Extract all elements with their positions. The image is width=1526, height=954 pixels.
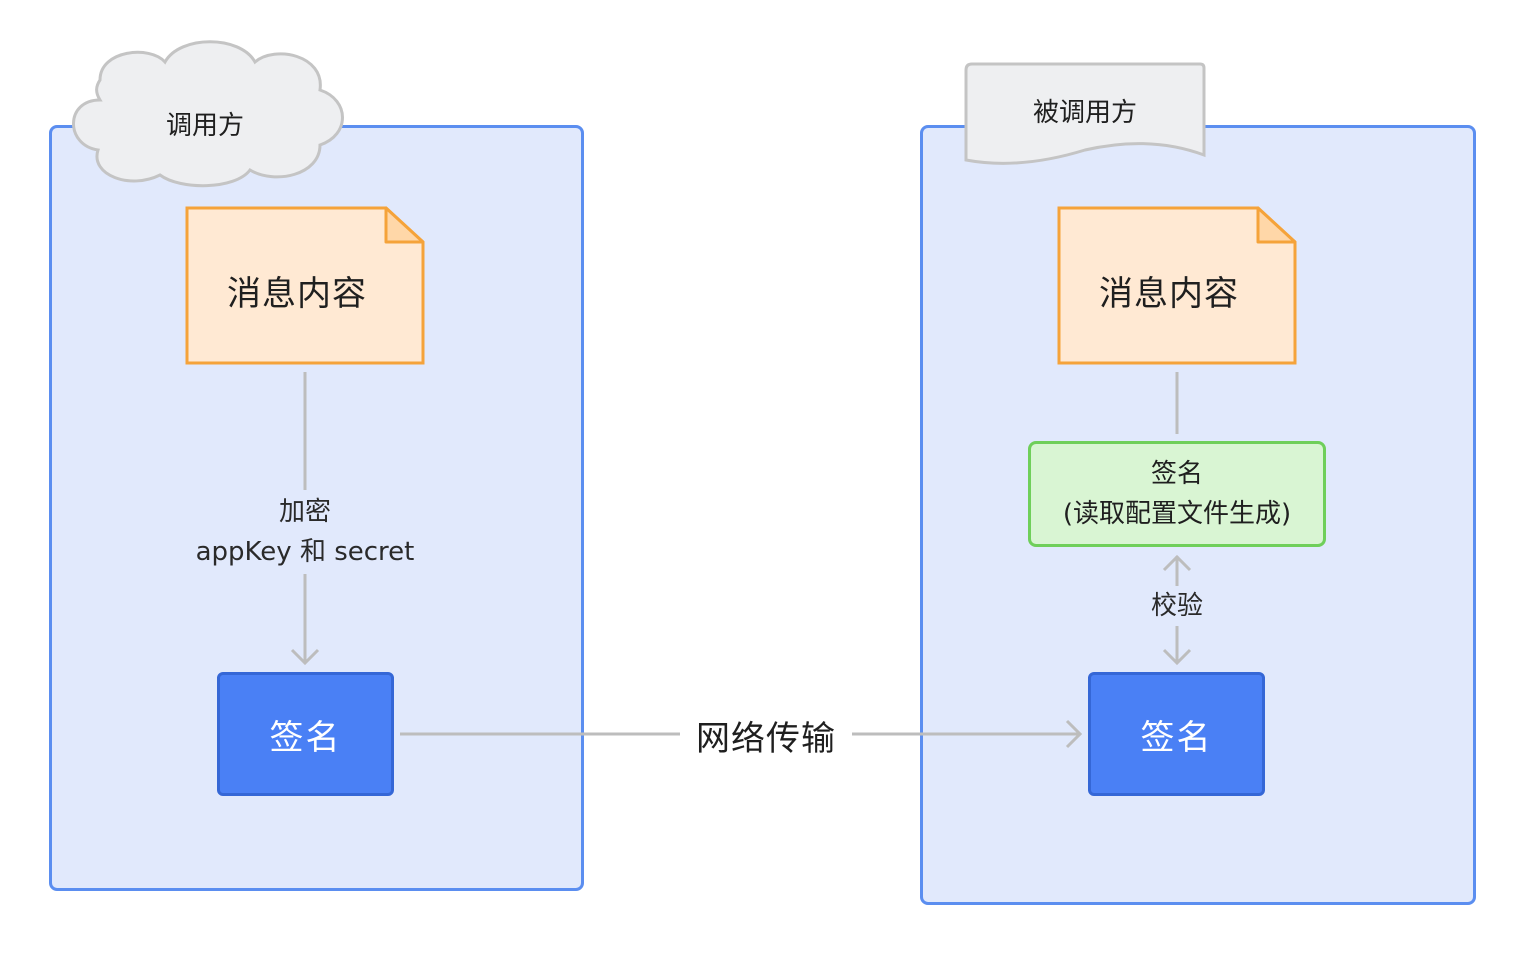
transfer-arrowhead	[1065, 719, 1083, 749]
callee-signature-label: 签名	[1140, 717, 1213, 758]
generated-sign-line1: 签名	[1150, 459, 1203, 489]
encrypt-arrowhead	[290, 648, 320, 666]
caller-title: 调用方	[165, 110, 244, 141]
callee-signature-box: 签名	[1088, 672, 1265, 796]
cloud-shape	[72, 40, 344, 188]
encrypt-label-line1: 加密	[278, 497, 331, 527]
verify-arrowhead-up	[1162, 554, 1192, 572]
transfer-label: 网络传输	[680, 712, 852, 759]
callee-title: 被调用方	[1032, 97, 1137, 128]
wavy-tab-shape	[964, 62, 1206, 165]
encrypt-label-line2: appKey 和 secret	[195, 537, 415, 567]
generated-sign-line2: (读取配置文件生成)	[1062, 499, 1292, 529]
verify-label: 校验	[1140, 586, 1214, 626]
caller-signature-box: 签名	[217, 672, 394, 796]
callee-message-doc-shape	[1057, 206, 1297, 365]
caller-message-doc-shape	[185, 206, 425, 365]
encrypt-label: 加密 appKey 和 secret	[185, 490, 425, 574]
verify-arrowhead-down	[1162, 648, 1192, 666]
caller-signature-label: 签名	[269, 717, 342, 758]
callee-message-doc: 消息内容	[1099, 273, 1239, 314]
callee-generated-signature-box: 签名 (读取配置文件生成)	[1028, 441, 1326, 547]
caller-message-doc: 消息内容	[227, 273, 367, 314]
